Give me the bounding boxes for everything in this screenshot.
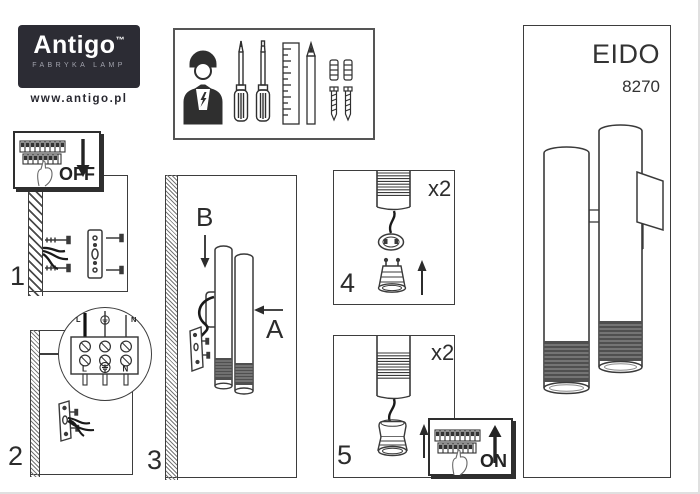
- terminal-detail-circle: L N L N: [58, 307, 152, 401]
- power-off-box: OFF: [13, 131, 101, 189]
- tube-threaded-end-icon: [376, 171, 411, 211]
- arrow-a-icon: [254, 305, 283, 315]
- step3-illustration: [189, 235, 283, 395]
- lamp-tube-left-icon: [214, 245, 233, 390]
- step4-illustration: [376, 171, 427, 295]
- product-name: EIDO: [591, 39, 660, 69]
- ruler-icon: [282, 42, 300, 125]
- step2-bracket-illustration: [58, 400, 95, 442]
- on-label: ON: [480, 451, 507, 471]
- terminal-live-label: L: [82, 365, 87, 374]
- terminal-block-icon: L N L N: [70, 311, 139, 386]
- step5-quantity: x2: [431, 340, 455, 365]
- breaker-panel-icon: [19, 140, 66, 187]
- off-label: OFF: [59, 164, 95, 184]
- step3-number: 3: [147, 445, 163, 475]
- step3-label-a: A: [266, 314, 284, 344]
- gu10-socket-icon: [377, 233, 405, 251]
- step2-bracket-icon: [58, 400, 80, 442]
- power-on-box: ON: [428, 418, 513, 476]
- step4-number: 4: [340, 268, 356, 298]
- brand-name-text: Antigo: [33, 31, 116, 59]
- hand-icon: [37, 160, 53, 187]
- step2-wires-icon: [67, 416, 95, 437]
- lamp-tube-right-icon: [234, 253, 254, 395]
- electrician-icon: [183, 50, 223, 125]
- step1-wires-icon: [42, 246, 69, 271]
- step4-quantity: x2: [428, 176, 452, 201]
- step5-number: 5: [337, 440, 353, 470]
- product-panel: EIDO 8270: [523, 25, 671, 478]
- brand-website: www.antigo.pl: [30, 93, 128, 105]
- product-tube-right-icon: [598, 124, 643, 374]
- screw-icon: [329, 86, 353, 122]
- step1-wall: [28, 190, 43, 296]
- tools-illustration: [183, 40, 353, 125]
- socket-wire-icon: [388, 210, 396, 234]
- wire-live-label: L: [76, 315, 81, 324]
- terminal-earth-label-icon: [99, 362, 111, 373]
- arrow-up-icon: [419, 424, 429, 458]
- step1-illustration: [42, 229, 124, 279]
- step2-number: 2: [8, 441, 24, 471]
- step3-wall: [165, 175, 178, 480]
- wire-neutral-label: N: [131, 315, 136, 324]
- product-tube-left-icon: [543, 146, 590, 395]
- hand-icon: [452, 449, 468, 476]
- socket-wire-icon: [387, 398, 396, 423]
- wall-plug-icon: [329, 59, 353, 81]
- shade-tube-icon: [376, 336, 411, 400]
- product-illustration: [543, 124, 664, 395]
- step1-number: 1: [10, 261, 26, 291]
- arrow-b-icon: [200, 235, 210, 268]
- product-model: 8270: [622, 77, 660, 96]
- step4-panel: [333, 170, 455, 305]
- earth-symbol-icon: [102, 316, 108, 324]
- step1-bracket-icon: [87, 229, 103, 279]
- step2-wall: [30, 330, 40, 477]
- wall-bracket-icon: [636, 170, 664, 232]
- flat-screwdriver-icon: [255, 40, 271, 122]
- step1-loose-screws-icon: [106, 233, 124, 275]
- brand-logo: Antigo™ FABRYKA LAMP: [18, 25, 140, 88]
- pencil-icon: [306, 40, 316, 125]
- breaker-panel-icon: [434, 429, 481, 476]
- tools-panel: [173, 28, 375, 140]
- terminal-neutral-label: N: [123, 365, 129, 374]
- step3-label-b: B: [196, 202, 214, 232]
- gu10-bulb-icon: [377, 257, 407, 293]
- arrow-up-icon: [417, 260, 427, 295]
- brand-tagline: FABRYKA LAMP: [32, 62, 126, 69]
- arrow-down-icon: [76, 139, 90, 177]
- step5-illustration: [376, 336, 429, 458]
- phillips-screwdriver-icon: [233, 40, 249, 122]
- bulb-in-holder-icon: [377, 419, 408, 457]
- brand-name: Antigo™: [18, 31, 140, 60]
- arrow-up-icon: [488, 425, 502, 463]
- trademark-symbol: ™: [115, 35, 125, 45]
- detail-leader-line: [40, 353, 60, 355]
- step3-bracket-icon: [189, 326, 211, 372]
- step1-panel: [28, 175, 128, 292]
